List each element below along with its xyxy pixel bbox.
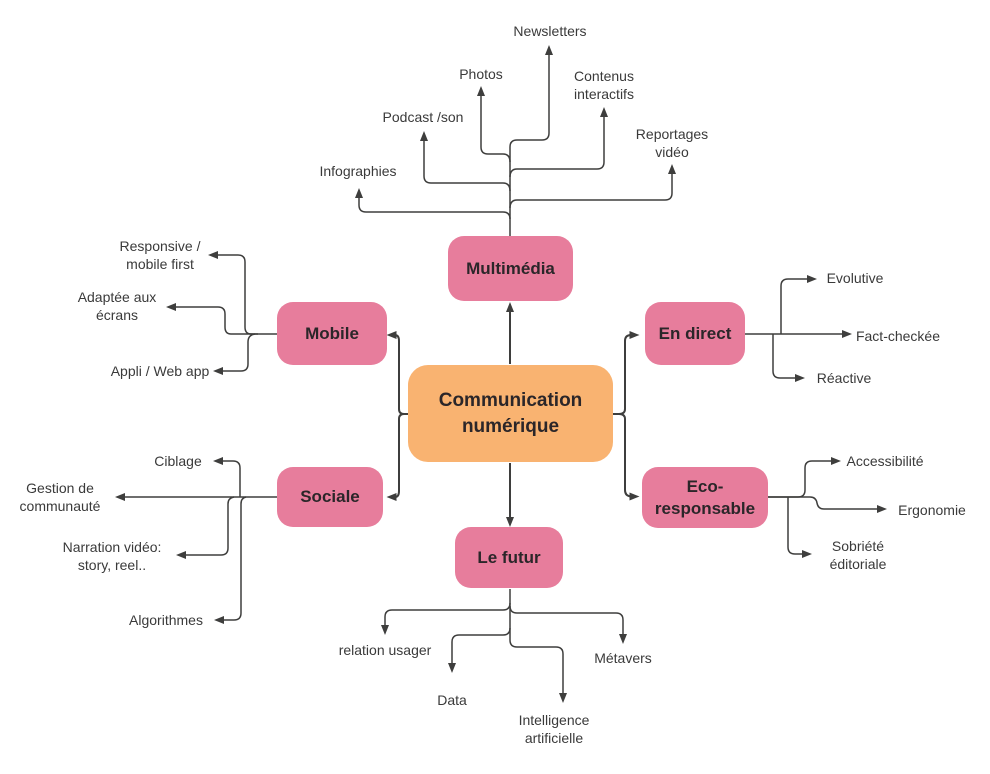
connector-center-eco bbox=[613, 413, 640, 501]
node-eco-responsable: Eco-responsable bbox=[642, 467, 768, 528]
leaf-relation-usager: relation usager bbox=[338, 642, 432, 658]
leaf-fact-checkee: Fact-checkée bbox=[855, 328, 941, 344]
node-multimedia: Multimédia bbox=[448, 236, 573, 301]
connector-infographies bbox=[355, 188, 511, 220]
leaf-narration-video: Narration vidéo: story, reel.. bbox=[62, 539, 162, 573]
connector-ergonomie bbox=[768, 496, 887, 513]
leaf-algorithmes: Algorithmes bbox=[129, 612, 203, 628]
node-communication-numerique: Communication numérique bbox=[408, 365, 613, 462]
connector-ciblage bbox=[213, 457, 241, 497]
connector-data bbox=[448, 627, 511, 673]
leaf-infographies: Infographies bbox=[319, 163, 397, 179]
connector-responsive bbox=[208, 251, 277, 335]
leaf-photos: Photos bbox=[459, 66, 503, 82]
node-label: Eco-responsable bbox=[654, 477, 756, 518]
leaf-reactive: Réactive bbox=[816, 370, 872, 386]
leaf-reportages-video: Reportages vidéo bbox=[635, 126, 709, 160]
leaf-appli-web-app: Appli / Web app bbox=[110, 363, 210, 379]
node-label: Mobile bbox=[305, 323, 359, 343]
leaf-accessibilite: Accessibilité bbox=[846, 453, 924, 469]
node-sociale: Sociale bbox=[277, 467, 383, 527]
node-label: En direct bbox=[658, 323, 732, 343]
leaf-evolutive: Evolutive bbox=[826, 270, 884, 286]
connector-newsletters bbox=[509, 45, 553, 236]
leaf-intelligence-artificielle: Intelligence artificielle bbox=[518, 712, 590, 746]
connector-metavers bbox=[509, 605, 627, 644]
leaf-sobriete-editoriale: Sobriété éditoriale bbox=[829, 538, 887, 572]
node-label: Sociale bbox=[300, 487, 360, 507]
leaf-newsletters: Newsletters bbox=[513, 23, 587, 39]
connector-sobriete bbox=[787, 497, 812, 558]
node-label: Multimédia bbox=[466, 258, 555, 278]
leaf-contenus-interactifs: Contenus interactifs bbox=[574, 68, 634, 102]
connector-adaptee bbox=[166, 303, 258, 335]
leaf-metavers: Métavers bbox=[594, 650, 652, 666]
leaf-podcast-son: Podcast /son bbox=[382, 109, 464, 125]
connector-intelligence bbox=[509, 589, 567, 703]
connector-relation-usager bbox=[381, 602, 511, 635]
node-en-direct: En direct bbox=[645, 302, 745, 365]
node-label: Le futur bbox=[477, 547, 541, 567]
connector-center-sociale bbox=[386, 413, 408, 501]
leaf-responsive-mobile-first: Responsive / mobile first bbox=[119, 238, 201, 272]
node-le-futur: Le futur bbox=[455, 527, 563, 588]
connector-contenus bbox=[509, 107, 608, 178]
node-mobile: Mobile bbox=[277, 302, 387, 365]
leaf-ciblage: Ciblage bbox=[154, 453, 202, 469]
connector-center-endirect bbox=[613, 331, 640, 415]
connector-appli bbox=[213, 333, 256, 375]
connector-center-mobile bbox=[386, 331, 408, 415]
leaf-gestion-de-communaute: Gestion de communauté bbox=[19, 480, 101, 514]
connector-reactive bbox=[772, 334, 805, 382]
connector-reportages bbox=[509, 164, 676, 209]
leaf-ergonomie: Ergonomie bbox=[898, 502, 966, 518]
connector-accessibilite bbox=[768, 457, 841, 498]
node-label: Communication numérique bbox=[438, 389, 583, 437]
leaf-data: Data bbox=[437, 692, 467, 708]
connector-podcast bbox=[420, 131, 511, 192]
connector-evolutive bbox=[780, 275, 817, 334]
connector-photos bbox=[477, 86, 511, 163]
leaf-adaptee-aux-ecrans: Adaptée aux écrans bbox=[77, 289, 157, 323]
connector-algorithmes bbox=[214, 496, 247, 624]
connector-narration bbox=[176, 496, 235, 559]
